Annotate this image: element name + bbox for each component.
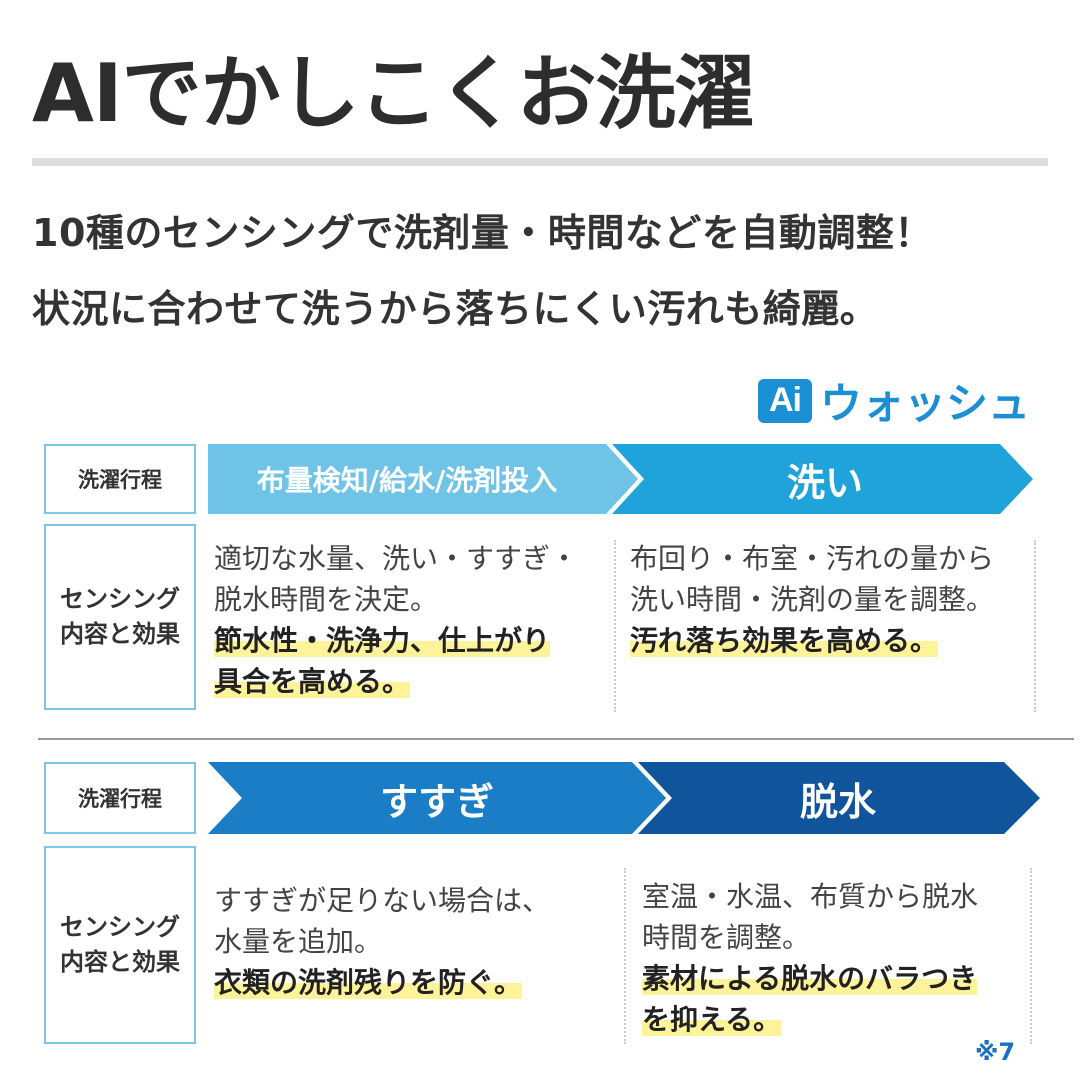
effect-highlight: 節水性・洗浄力、仕上がり [214,624,551,657]
desc-spin: 室温・水温、布質から脱水 時間を調整。 素材による脱水のバラつき を抑える。 [642,876,978,1040]
desc-text: 室温・水温、布質から脱水 [642,880,979,913]
desc-wash: 布回り・布室・汚れの量から 洗い時間・洗剤の量を調整。 汚れ落ち効果を高める。 [630,538,994,661]
desc-text: 布回り・布室・汚れの量から [630,542,995,575]
logo-text: ウォッシュ [820,379,1031,428]
sensing-label-1-line-2: 内容と効果 [60,620,180,648]
page-title: AIでかしこくお洗濯 [32,47,755,140]
stage-label-fabric-detect: 布量検知/給水/洗剤投入 [256,464,558,497]
desc-text: 脱水時間を決定。 [214,583,439,616]
desc-text: 適切な水量、洗い・すすぎ・ [214,542,579,575]
desc-text: すすぎが足りない場合は、 [214,884,551,917]
subtitle-line-1: 10種のセンシングで洗剤量・時間などを自動調整！ [32,211,933,255]
sensing-label-1-line-1: センシング [60,585,180,614]
effect-highlight: 汚れ落ち効果を高める。 [630,624,939,657]
sensing-label-1: センシング 内容と効果 [44,524,196,710]
section-divider [38,738,1074,740]
stage-label-rinse: すすぎ [379,779,494,824]
effect-highlight: を抑える。 [642,1003,782,1036]
desc-text: 水量を追加。 [214,925,383,958]
column-divider [624,868,626,1044]
logo-badge: Ai [758,378,812,423]
stage-label-wash: 洗い [786,460,863,505]
column-divider [1030,868,1032,1044]
desc-text: 時間を調整。 [642,921,811,954]
footnote: ※7 [975,1038,1016,1066]
desc-text: 洗い時間・洗剤の量を調整。 [630,583,995,616]
arrow-stage-2-1 [208,762,666,834]
title-divider [32,158,1048,166]
arrow-stage-1-2 [612,444,1033,514]
subtitle-line-2: 状況に合わせて洗うから落ちにくい汚れも綺麗。 [32,287,879,331]
arrow-stage-2-2 [638,762,1040,834]
sensing-label-2: センシング 内容と効果 [44,846,196,1044]
column-divider [1034,540,1036,712]
column-divider [614,540,616,712]
sensing-label-2-line-1: センシング [60,913,180,942]
process-label-1: 洗濯行程 [44,444,196,514]
process-label-2: 洗濯行程 [44,762,196,834]
desc-rinse: すすぎが足りない場合は、 水量を追加。 衣類の洗剤残りを防ぐ。 [214,880,550,1003]
sensing-label-2-line-2: 内容と効果 [60,948,180,976]
stage-label-spin: 脱水 [799,779,876,824]
effect-highlight: 素材による脱水のバラつき [642,962,978,995]
effect-highlight: 具合を高める。 [214,665,411,698]
desc-fabric-detect: 適切な水量、洗い・すすぎ・ 脱水時間を決定。 節水性・洗浄力、仕上がり 具合を高… [214,538,578,702]
ai-wash-logo: Ai ウォッシュ [758,370,1030,431]
arrow-stage-1-1 [208,444,638,514]
effect-highlight: 衣類の洗剤残りを防ぐ。 [214,966,523,999]
